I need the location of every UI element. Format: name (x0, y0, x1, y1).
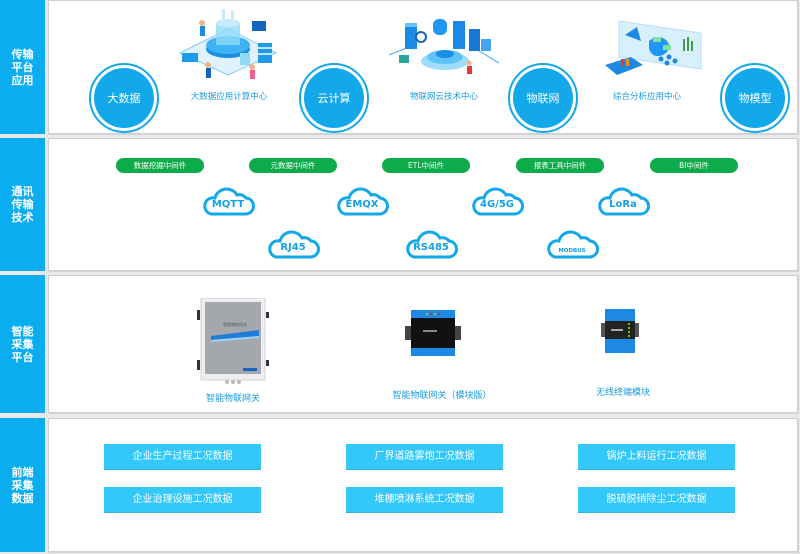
cloud-modbus[interactable]: MODBUS (543, 227, 601, 261)
frontend-panel: 企业生产过程工况数据 厂界道路雾炮工况数据 锅炉上料运行工况数据 企业治理设施工… (48, 418, 798, 552)
center-label-iot-cloud: 物联网云技术中心 (409, 92, 479, 102)
cloud-rj45[interactable]: RJ45 (264, 227, 322, 261)
cloud-icon (268, 230, 320, 259)
data-production-process[interactable]: 企业生产过程工况数据 (104, 444, 261, 470)
cloud-mqtt[interactable]: MQTT (199, 184, 257, 218)
circle-cloud-computing[interactable]: 云计算 (299, 63, 369, 133)
data-center-illustration (178, 9, 278, 79)
data-shed-spray[interactable]: 堆棚喷淋系统工况数据 (346, 487, 503, 513)
cloud-icon (203, 187, 255, 216)
middleware-data-mining[interactable]: 数据挖掘中间件 (116, 158, 204, 173)
analytics-illustration (605, 20, 702, 75)
circle-iot[interactable]: 物联网 (508, 63, 578, 133)
center-label-big-data: 大数据应用计算中心 (190, 92, 268, 102)
section-label-communication: 通讯传输技术 (0, 138, 45, 271)
section-acquisition: 智能采集平台 智能物联网关 智能物联网关 智能物 (0, 275, 800, 413)
section-label-frontend: 前端采集数据 (0, 418, 45, 552)
section-frontend: 前端采集数据 企业生产过程工况数据 厂界道路雾炮工况数据 锅炉上料运行工况数据 … (0, 418, 800, 552)
data-boiler-feeding[interactable]: 锅炉上料运行工况数据 (578, 444, 735, 470)
section-label-acquisition: 智能采集平台 (0, 275, 45, 413)
section-application: 传输平台应用 大数据 云计算 物联网 物模型 大数据应用计算中心 (0, 0, 800, 134)
acquisition-panel: 智能物联网关 智能物联网关 智能物联网关（模块版） 无线终端模块 (48, 275, 798, 413)
data-treatment-facility[interactable]: 企业治理设施工况数据 (104, 487, 261, 513)
device-gateway-cabinet[interactable]: 智能物联网关 (197, 297, 269, 384)
circle-object-model[interactable]: 物模型 (720, 63, 790, 133)
cloud-emqx[interactable]: EMQX (333, 184, 391, 218)
data-desulfurization[interactable]: 脱硫脱硝除尘工况数据 (578, 487, 735, 513)
section-communication: 通讯传输技术 数据挖掘中间件 元数据中间件 ETL中间件 报表工具中间件 BI中… (0, 138, 800, 271)
center-label-analytics: 综合分析应用中心 (612, 92, 682, 102)
middleware-metadata[interactable]: 元数据中间件 (249, 158, 337, 173)
section-label-application: 传输平台应用 (0, 0, 45, 134)
communication-panel: 数据挖掘中间件 元数据中间件 ETL中间件 报表工具中间件 BI中间件 MQTT… (48, 138, 798, 271)
cloud-icon (406, 230, 458, 259)
cloud-icon (472, 187, 524, 216)
middleware-etl[interactable]: ETL中间件 (382, 158, 470, 173)
iot-cloud-illustration (389, 19, 499, 74)
device-label-gateway-module: 智能物联网关（模块版） (392, 391, 492, 401)
cloud-lora[interactable]: LoRa (594, 184, 652, 218)
application-panel: 大数据 云计算 物联网 物模型 大数据应用计算中心 (48, 0, 798, 134)
gateway-panel-text: 智能物联网关 (223, 322, 247, 327)
cloud-icon (337, 187, 389, 216)
wireless-terminal-icon[interactable] (601, 309, 639, 353)
data-fog-cannon[interactable]: 厂界道路雾炮工况数据 (346, 444, 503, 470)
device-label-gateway: 智能物联网关 (205, 394, 261, 404)
cloud-4g5g[interactable]: 4G/5G (468, 184, 526, 218)
device-label-wireless-terminal: 无线终端模块 (595, 388, 651, 398)
circle-big-data[interactable]: 大数据 (89, 63, 159, 133)
gateway-module-icon[interactable] (405, 310, 461, 358)
cloud-icon (547, 230, 599, 259)
cloud-rs485[interactable]: RS485 (402, 227, 460, 261)
middleware-report-tool[interactable]: 报表工具中间件 (516, 158, 604, 173)
middleware-bi[interactable]: BI中间件 (650, 158, 738, 173)
gateway-cabinet-icon (197, 297, 269, 384)
cloud-icon (598, 187, 650, 216)
